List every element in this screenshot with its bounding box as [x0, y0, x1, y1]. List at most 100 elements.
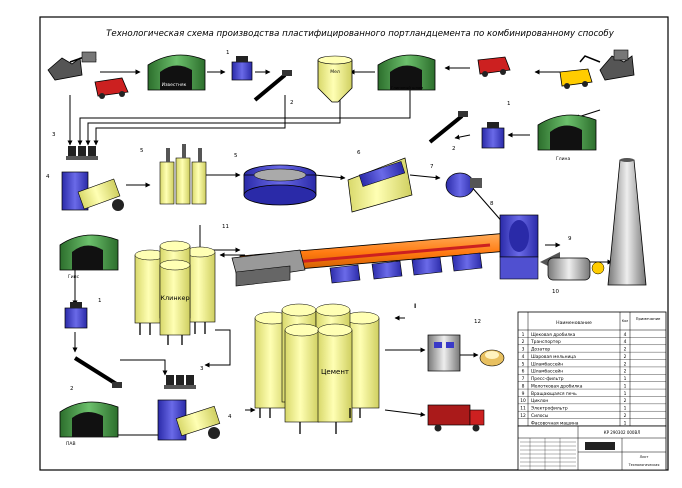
num-7: 7	[430, 164, 434, 170]
num-I: I	[414, 303, 416, 310]
legend-row-name: Молотковая дробилка	[531, 382, 583, 389]
storage-gips: Гипс	[59, 234, 119, 280]
storage-pav: ПАВ	[59, 401, 119, 447]
legend-header-note: Примечание	[636, 316, 661, 321]
conveyor-2a: 2	[253, 70, 294, 106]
num-10: 10	[552, 289, 559, 295]
legend-row-num: 3	[522, 347, 525, 353]
ball-mill-4b: 4	[157, 399, 232, 441]
packing-machine-12: 12	[427, 319, 481, 372]
legend-row-num: 6	[522, 369, 525, 375]
conveyor-2b: 2	[428, 111, 468, 152]
electrofilter-10: 10	[547, 257, 605, 295]
label-cement: Цемент	[321, 368, 349, 376]
storage-glina: Глина	[537, 114, 597, 162]
label-klinker: Клинкер	[160, 294, 189, 302]
num-3a: 3	[52, 132, 56, 138]
dump-truck-left	[94, 77, 129, 99]
num-4b: 4	[228, 414, 232, 420]
excavator-right	[579, 49, 635, 81]
crusher-1a: 1	[226, 50, 253, 81]
legend-row-num: 7	[522, 376, 525, 382]
num-2c: 2	[70, 386, 74, 392]
sheet-frame	[39, 16, 669, 471]
storage-izvestnyak: Известняк	[147, 54, 206, 91]
legend-row-num: 10	[520, 398, 526, 404]
cement-silos: Цемент I	[254, 303, 416, 434]
legend-row-qty: 2	[624, 361, 627, 367]
slurry-basin-5: 5	[234, 153, 317, 206]
title-block: КР 290302 000ВЛ Лист Технологическая	[517, 425, 667, 471]
legend-row-name: Вращающаяся печь	[531, 391, 577, 397]
conveyor-2c: 2	[70, 356, 122, 392]
diagram-title: Технологическая схема производства пласт…	[106, 29, 615, 39]
legend-row-qty: 1	[624, 406, 627, 412]
legend-row-num: 12	[520, 413, 526, 419]
legend-row-num: 1	[522, 332, 525, 338]
label-mel: Мел	[330, 69, 340, 75]
dump-truck-far-right	[559, 68, 593, 89]
stamp-code: КР 290302 000ВЛ	[604, 430, 640, 435]
kiln-supports	[329, 252, 483, 284]
legend-row-num: 11	[520, 406, 526, 412]
legend-row-num: 9	[522, 391, 525, 397]
ball-mill-4a: 4	[46, 171, 124, 211]
legend-row-qty: 4	[624, 339, 627, 345]
label-glina: Глина	[556, 156, 570, 162]
label-pav: ПАВ	[66, 441, 76, 447]
slurry-basin-6: 6	[347, 150, 413, 213]
excavator-left	[47, 51, 97, 81]
press-filter-7: 7	[430, 164, 482, 198]
label-izvestnyak: Известняк	[162, 82, 187, 88]
legend-row-num: 8	[522, 383, 525, 389]
legend-row-name: Пресс-фильтр	[531, 376, 564, 382]
num-12: 12	[474, 319, 481, 325]
bunker-mel: Мел	[317, 55, 353, 103]
legend-row-qty: 2	[624, 413, 627, 419]
legend-row-name: Щековая дробилка	[531, 331, 576, 338]
legend-row-name: Дозатор	[531, 347, 550, 353]
legend-row-name: Силосы	[531, 413, 549, 419]
num-4a: 4	[46, 174, 50, 180]
legend-row-qty: 2	[624, 398, 627, 404]
num-5b: 5	[234, 153, 238, 159]
num-11: 11	[222, 224, 229, 230]
legend-row-name: Транспортер	[530, 339, 561, 345]
legend-header-name: Наименование	[556, 320, 592, 326]
legend-row-name: Шламбассейн	[531, 360, 563, 367]
legend-row-num: 5	[522, 361, 525, 367]
legend-row-qty: 4	[624, 332, 627, 338]
legend-row-qty: 2	[624, 369, 627, 375]
dosator-3a: 3	[52, 132, 98, 160]
num-6: 6	[357, 150, 361, 156]
legend-row-num: 2	[522, 339, 525, 345]
legend-table: Наименование Кол Примечание 1 Щековая дро…	[517, 311, 667, 427]
legend-row-qty: 2	[624, 347, 627, 353]
storage-gl-shlam: Глиняный шлам	[377, 54, 436, 91]
legend-row-qty: 1	[624, 376, 627, 382]
stamp-sheet-label: Технологическая	[628, 463, 660, 467]
legend-row-name: Шламбассейн	[531, 368, 563, 375]
legend-row-name: Циклон	[531, 398, 548, 404]
slurry-tanks-5: 5	[140, 144, 207, 205]
num-1c: 1	[98, 298, 102, 304]
legend-row-qty: 1	[624, 391, 627, 397]
legend-row-name: Шаровая мельница	[531, 354, 576, 360]
legend-row-name: Фасовочная машина	[531, 420, 579, 426]
cement-bags	[479, 349, 505, 367]
cement-truck	[427, 404, 485, 432]
label-gl-shlam: Глиняный шлам	[391, 85, 423, 90]
num-1b: 1	[507, 101, 511, 107]
chimney	[607, 158, 647, 286]
dosator-3b: 3	[164, 366, 204, 389]
num-3b: 3	[200, 366, 204, 372]
legend-header-qty: Кол	[622, 319, 628, 323]
crusher-1b: 1	[481, 101, 511, 149]
num-2a: 2	[290, 100, 294, 106]
legend-row-num: 4	[522, 354, 525, 360]
num-5a: 5	[140, 148, 144, 154]
clinker-silos-11: Клинкер 11	[134, 224, 229, 345]
num-8: 8	[490, 201, 494, 207]
